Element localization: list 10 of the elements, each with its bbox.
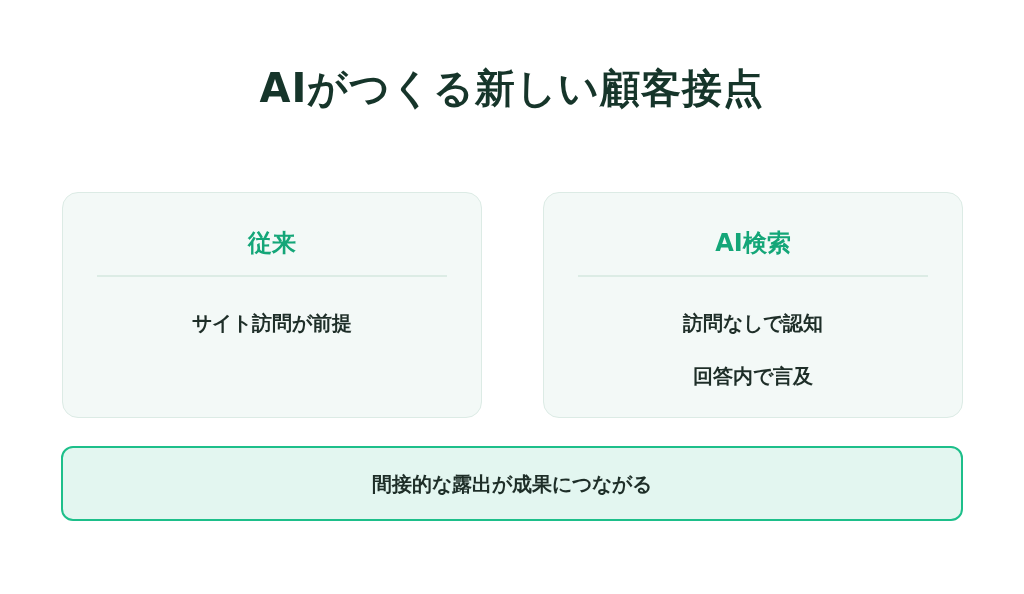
card-text: サイト訪問が前提 xyxy=(192,311,352,335)
card-heading: 従来 xyxy=(248,229,296,257)
diagram-title: AIがつくる新しい顧客接点 xyxy=(259,65,765,111)
summary-banner xyxy=(61,446,963,521)
card-text: 訪問なしで認知 xyxy=(683,311,823,335)
card-text: 回答内で言及 xyxy=(693,364,813,388)
comparison-card xyxy=(62,192,482,418)
card-heading: AI検索 xyxy=(715,229,791,257)
banner-text: 間接的な露出が成果につながる xyxy=(372,470,652,498)
comparison-card xyxy=(543,192,963,418)
